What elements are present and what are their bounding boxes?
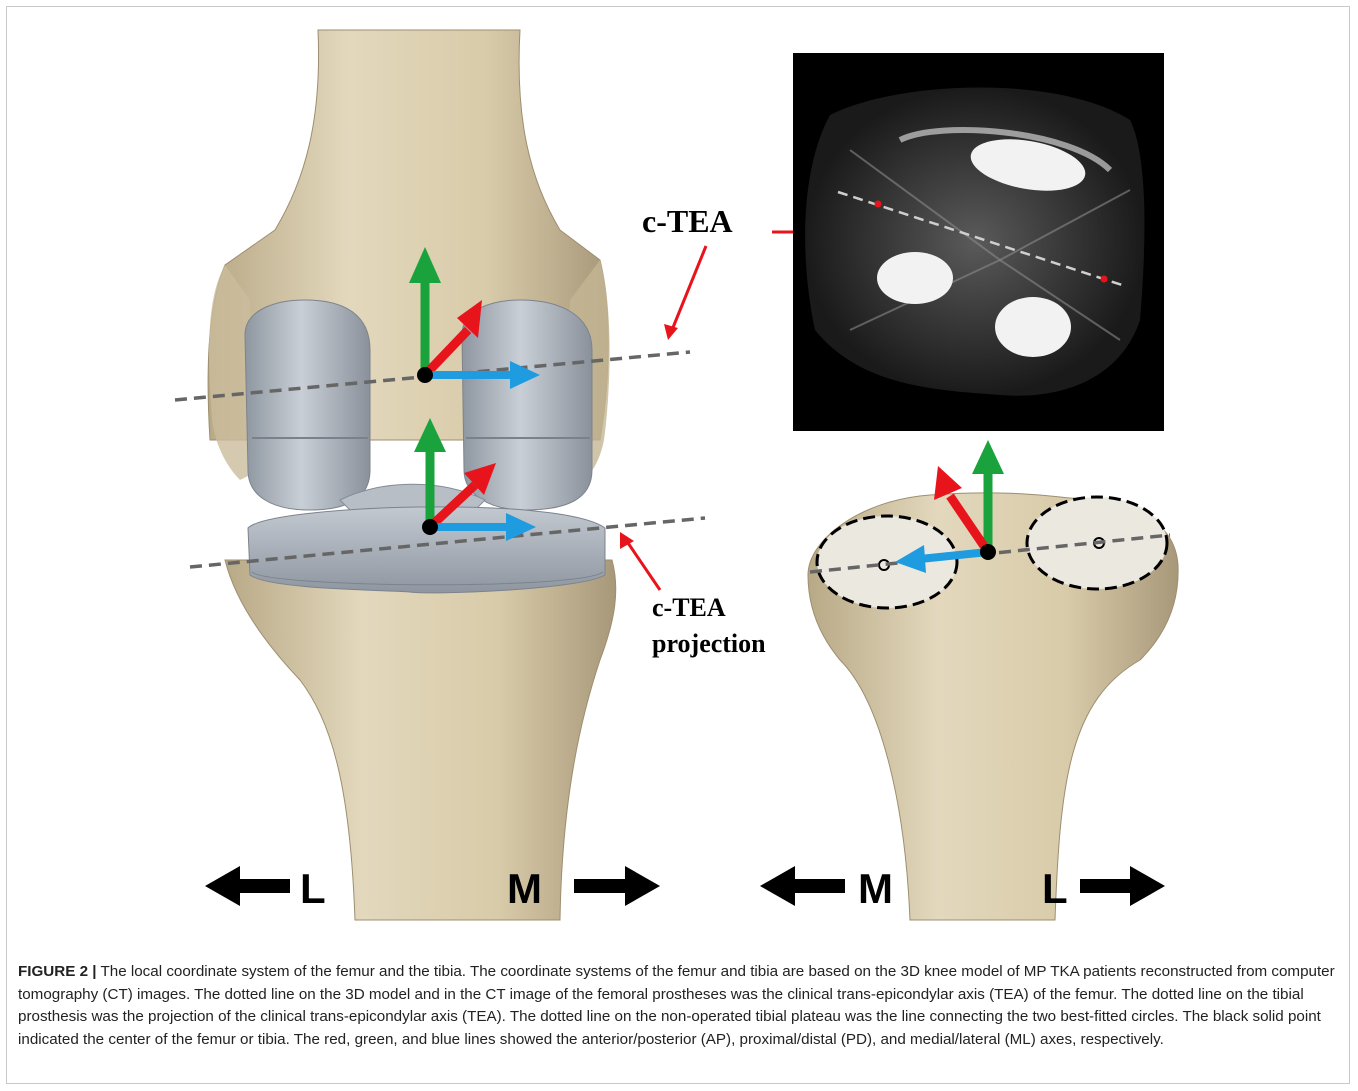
- direction-label-m: M: [858, 865, 893, 912]
- left-arrow-icon: [205, 866, 290, 906]
- left-arrow-icon: [760, 866, 845, 906]
- direction-label-l: L: [1042, 865, 1068, 912]
- figure-illustration: c-TEA c-TEA projection: [0, 0, 1358, 930]
- figure-caption: FIGURE 2 | The local coordinate system o…: [18, 961, 1340, 1051]
- left-knee-model: [208, 30, 616, 920]
- right-arrow-icon: [1080, 866, 1165, 906]
- c-tea-projection-label-line1: c-TEA: [652, 593, 726, 622]
- direction-label-m: M: [507, 865, 542, 912]
- direction-label-l: L: [300, 865, 326, 912]
- ct-image: [793, 53, 1164, 431]
- c-tea-label: c-TEA: [642, 203, 733, 239]
- c-tea-projection-label-group: c-TEA projection: [620, 532, 766, 658]
- c-tea-projection-label-line2: projection: [652, 629, 766, 658]
- right-arrow-icon: [574, 866, 660, 906]
- femur-center-point: [417, 367, 433, 383]
- caption-text: The local coordinate system of the femur…: [18, 963, 1335, 1048]
- figure-label: FIGURE 2 |: [18, 963, 97, 980]
